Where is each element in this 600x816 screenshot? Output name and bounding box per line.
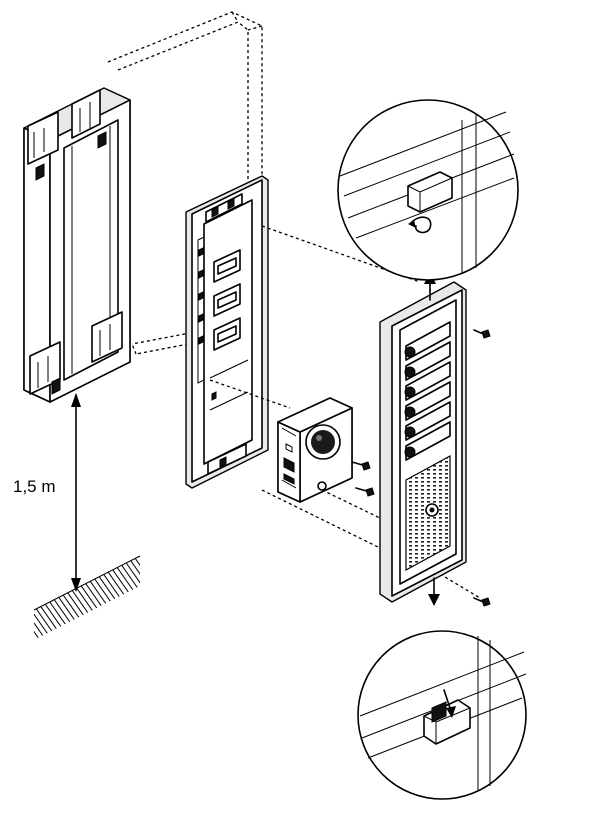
mounting-frame	[185, 175, 269, 489]
detail-circle-bottom	[357, 630, 527, 800]
front-panel	[379, 272, 467, 606]
audio-module	[277, 397, 353, 503]
height-dimension: 1,5 m	[13, 393, 81, 592]
call-buttons	[404, 321, 451, 461]
screws	[351, 329, 491, 607]
height-label: 1,5 m	[13, 477, 56, 496]
detail-circle-top	[337, 99, 519, 281]
flush-mount-box	[23, 87, 131, 403]
floor-hatching	[33, 555, 141, 640]
